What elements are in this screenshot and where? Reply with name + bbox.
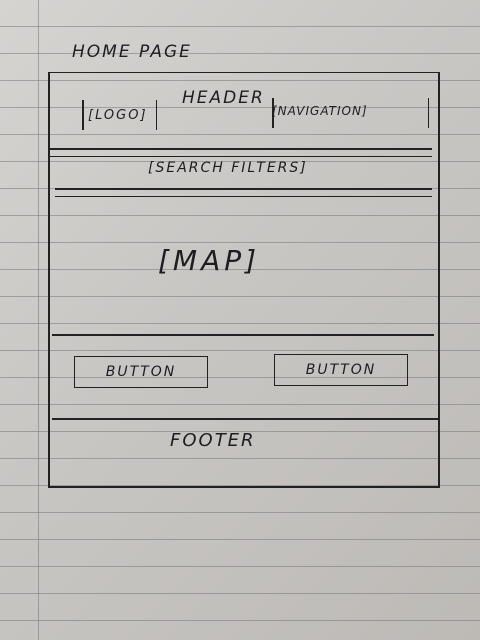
footer-divider <box>52 418 438 420</box>
secondary-button[interactable]: BUTTON <box>274 354 408 386</box>
header-divider <box>48 148 432 150</box>
primary-button[interactable]: BUTTON <box>74 356 208 388</box>
filters-divider <box>55 188 432 190</box>
margin-line <box>38 0 39 640</box>
search-filters-placeholder: [SEARCH FILTERS] <box>148 160 308 176</box>
map-divider <box>52 334 434 336</box>
header-label: HEADER <box>182 88 265 108</box>
filters-divider-2 <box>55 196 432 197</box>
logo-placeholder: [LOGO] <box>88 108 148 123</box>
map-placeholder: [MAP] <box>158 244 261 277</box>
navigation-placeholder: [NAVIGATION] <box>272 104 368 118</box>
footer-label: FOOTER <box>170 430 256 451</box>
logo-bracket <box>82 100 157 130</box>
navigation-bracket <box>272 98 429 128</box>
header-divider-2 <box>48 156 432 157</box>
page-title: HOME PAGE <box>72 42 192 62</box>
wireframe-outline <box>48 72 440 488</box>
